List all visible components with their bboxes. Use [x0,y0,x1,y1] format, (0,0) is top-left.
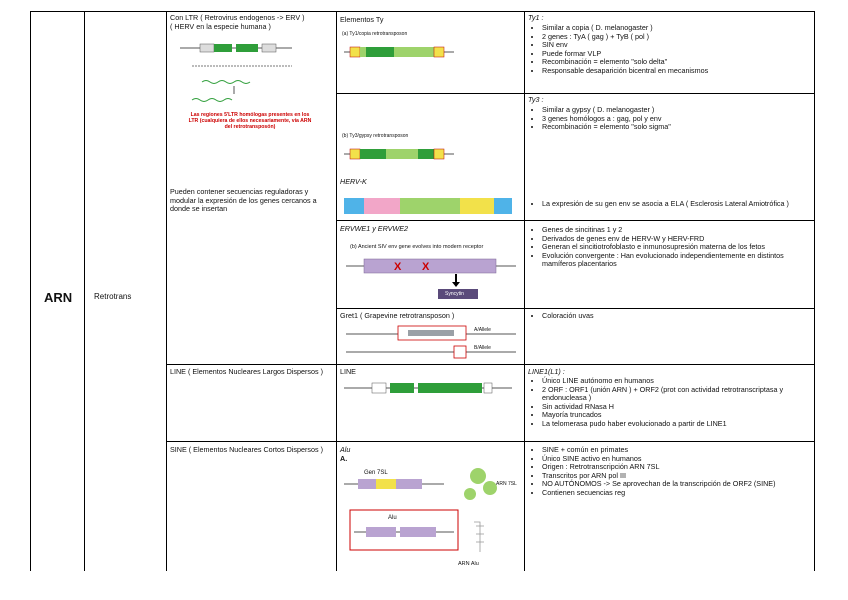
list-item: Único SINE activo en humanos [542,454,810,464]
col-divider-1 [84,11,85,571]
list-item: Mayoría truncados [542,411,810,420]
syncytin-label: Syncytin [445,291,464,297]
row-line-gret [336,308,814,309]
list-item: Transcritos por ARN pol III [542,471,810,481]
list-item: Origen : Retrotranscripción ARN 7SL [542,463,810,472]
line1-list: Único LINE autónomo en humanos 2 ORF : O… [528,376,810,429]
col-divider-4 [524,11,525,571]
table-right-border [814,11,815,571]
syncytin-diagram: X X [346,258,516,299]
list-item: SINE + común en primates [542,445,810,455]
list-item: La expresión de su gen env se asocia a E… [542,199,810,209]
sub-label-retrotrans: Retrotrans [94,292,132,301]
list-item: Coloración uvas [542,311,810,321]
list-item: SIN env [542,41,810,50]
col-divider-2 [166,11,167,571]
row-line-line [166,364,814,365]
gret1-diagram [346,325,516,359]
row-line-sine [166,441,814,442]
list-item: 2 genes : TyA ( gag ) + TyB ( pol ) [542,32,810,42]
ty1-list: Similar a copia ( D. melanogaster ) 2 ge… [528,23,810,76]
list-item: Genes de sincitinas 1 y 2 [542,225,810,235]
gret1-list: Coloración uvas [528,311,810,321]
gret1-a-allele: A/Allele [474,327,491,333]
arn-alu-label: ARN Alu [458,561,479,567]
list-item: Único LINE autónomo en humanos [542,376,810,386]
ty3-list: Similar a gypsy ( D. melanogaster ) 3 ge… [528,105,810,132]
list-item: 2 ORF : ORF1 (unión ARN ) + ORF2 (prot c… [542,385,810,403]
line-element-diagram [344,382,512,394]
list-item: Similar a gypsy ( D. melanogaster ) [542,105,810,115]
list-item: Derivados de genes env de HERV-W y HERV-… [542,234,810,244]
row-line-ervwe [336,220,814,221]
list-item: Recombinación = elemento "solo delta" [542,58,810,67]
alu-title: Alu [340,445,351,454]
ty3-title: Ty3 : [528,95,544,104]
herv-k-diagram [344,198,512,214]
list-item: Evolución convergente : Han evolucionado… [542,251,810,269]
svg-text:X: X [394,261,402,273]
ty1-title: Ty1 : [528,13,544,22]
line1-title: LINE1(L1) : [528,367,565,376]
line-title: LINE [340,367,356,376]
col-divider-3 [336,11,337,571]
gret1-title: Gret1 ( Grapevine retrotransposon ) [340,311,455,320]
retrovirus-insertion-diagram [180,43,292,102]
herv-k-title: HERV-K [340,177,367,186]
ltr-description: Con LTR ( Retrovirus endogenos -> ERV ) … [170,13,305,31]
alu-7sl-diagram [344,468,497,552]
alu-label: Alu [388,515,397,521]
ty3-gypsy-caption: (b) Ty3/gypsy retrotransposon [342,133,409,139]
row-line-ty1 [336,93,814,94]
list-item: NO AUTÓNOMOS -> Se aprovechan de la tran… [542,480,810,489]
gret1-b-allele: B/Allele [474,345,491,351]
list-item: Puede formar VLP [542,49,810,59]
alu-panel-a: A. [340,454,348,463]
ltr-red-note: Las regiones 5'LTR homólogas presentes e… [188,112,312,130]
line-description: LINE ( Elementos Nucleares Largos Disper… [170,367,323,376]
ervwe-list: Genes de sincitinas 1 y 2 Derivados de g… [528,225,810,269]
herv-k-list: La expresión de su gen env se asocia a E… [528,199,810,209]
gen-7sl-label: Gen 7SL [364,470,388,476]
list-item: Similar a copia ( D. melanogaster ) [542,23,810,33]
ty-elements-title: Elementos Ty [340,15,384,24]
ltr-regulatory-text: Pueden contener secuencias reguladoras y… [170,187,317,214]
arn-7sl-label: ARN 7SL [496,481,517,487]
sine-list: SINE + común en primates Único SINE acti… [528,445,810,498]
row-label-arn: ARN [44,290,73,305]
table-left-border [30,11,31,571]
sine-description: SINE ( Elementos Nucleares Cortos Disper… [170,445,323,454]
list-item: Recombinación = elemento "solo sigma" [542,123,810,132]
ty1-element-diagram [344,46,454,58]
ervwe-caption: (b) Ancient SIV env gene evolves into mo… [350,244,484,250]
ty1-copia-caption: (a) Ty1/copia retrotransposon [342,31,408,37]
svg-text:X: X [422,261,430,273]
list-item: La telomerasa pudo haber evolucionado a … [542,419,810,429]
ty3-element-diagram [344,148,454,160]
list-item: Responsable desaparición bicentral en me… [542,66,810,76]
list-item: 3 genes homólogos a : gag, pol y env [542,114,810,124]
list-item: Contienen secuencias reg [542,488,810,498]
ervwe-title: ERVWE1 y ERVWE2 [340,224,409,233]
list-item: Sin actividad RNasa H [542,402,810,412]
list-item: Generan el sincitiotrofoblasto e inmunos… [542,243,810,252]
table-top-border [30,11,814,12]
